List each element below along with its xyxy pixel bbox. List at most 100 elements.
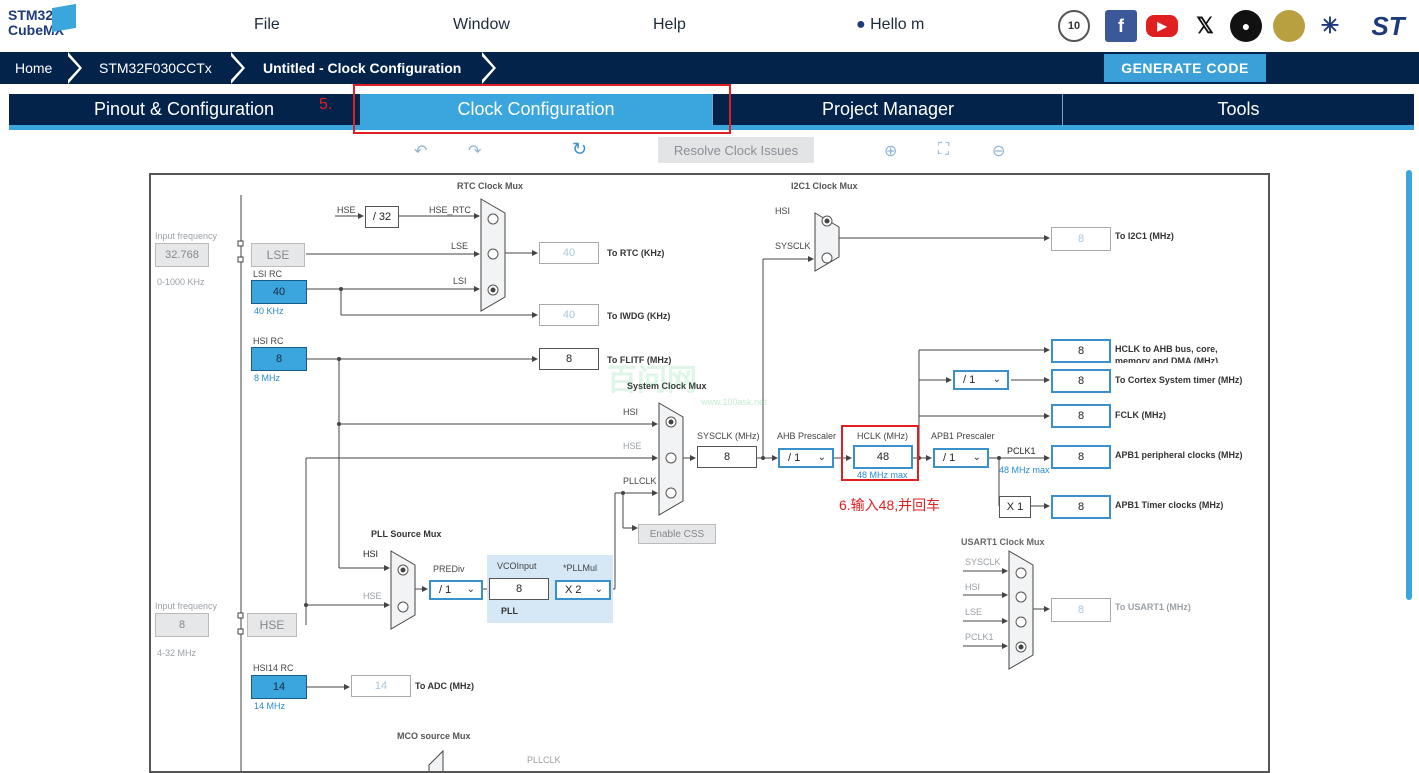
sys-in-hse-label: HSE bbox=[623, 441, 642, 451]
undo-icon[interactable]: ↶ bbox=[414, 143, 428, 160]
breadcrumb-home[interactable]: Home bbox=[15, 60, 53, 76]
breadcrumb-chevron-icon bbox=[480, 52, 496, 84]
breadcrumb-chevron-icon bbox=[66, 52, 82, 84]
flitf-output-label: To FLITF (MHz) bbox=[607, 355, 672, 365]
vco-input-label: VCOInput bbox=[497, 561, 537, 571]
logo-cube-icon bbox=[52, 3, 76, 33]
hse-range-label: 4-32 MHz bbox=[157, 648, 197, 658]
lsi-unit-label: 40 KHz bbox=[254, 306, 284, 316]
chevron-down-icon: ⌄ bbox=[972, 452, 981, 463]
menu-help[interactable]: Help bbox=[653, 16, 686, 33]
i2c-output-field[interactable]: 8 bbox=[1051, 227, 1111, 251]
ahb-prescaler-value: / 1 bbox=[788, 452, 801, 464]
community-icon[interactable] bbox=[1273, 10, 1305, 42]
generate-code-button[interactable]: GENERATE CODE bbox=[1104, 54, 1266, 82]
network-icon[interactable]: ✳ bbox=[1320, 13, 1340, 38]
app-logo[interactable]: STM32 CubeMX bbox=[8, 8, 64, 38]
rtc-hse-divider[interactable]: / 32 bbox=[365, 206, 399, 228]
rtc-in-hse-label: HSE bbox=[337, 205, 356, 215]
usart-mux-title: USART1 Clock Mux bbox=[961, 537, 1045, 547]
watermark-brand: 百问网 bbox=[607, 364, 697, 397]
annotation-highlight-box bbox=[353, 84, 731, 134]
vertical-scrollbar[interactable] bbox=[1406, 170, 1412, 600]
apb1-prescaler-select[interactable]: / 1 ⌄ bbox=[933, 448, 989, 468]
breadcrumb-current[interactable]: Untitled - Clock Configuration bbox=[263, 60, 462, 76]
prediv-select[interactable]: / 1 ⌄ bbox=[429, 580, 483, 600]
breadcrumb-chevron-icon bbox=[229, 52, 245, 84]
top-bar: STM32 CubeMX File Window Help ● Hello m … bbox=[0, 0, 1419, 52]
vco-input-field[interactable]: 8 bbox=[489, 578, 549, 600]
hsi-unit-label: 8 MHz bbox=[254, 373, 281, 383]
lsi-rc-box[interactable]: 40 bbox=[251, 280, 307, 304]
cortex-divider-select[interactable]: / 1 ⌄ bbox=[953, 370, 1009, 390]
lse-source-box[interactable]: LSE bbox=[251, 243, 305, 267]
hsi-rc-box[interactable]: 8 bbox=[251, 347, 307, 371]
lsi-rc-label: LSI RC bbox=[253, 269, 283, 279]
pll-in-hsi-label: HSI bbox=[363, 549, 379, 559]
fclk-output[interactable]: 8 bbox=[1051, 404, 1111, 428]
apb1-timer-output[interactable]: 8 bbox=[1051, 495, 1111, 519]
hsi-rc-label: HSI RC bbox=[253, 336, 284, 346]
hse-frequency-field[interactable]: 8 bbox=[155, 613, 209, 637]
breadcrumb-device[interactable]: STM32F030CCTx bbox=[99, 60, 212, 76]
enable-css-button[interactable]: Enable CSS bbox=[638, 524, 716, 544]
hse-source-box[interactable]: HSE bbox=[247, 613, 297, 637]
menu-window[interactable]: Window bbox=[453, 16, 510, 33]
tab-pinout[interactable]: Pinout & Configuration bbox=[93, 99, 275, 119]
fclk-output-label: FCLK (MHz) bbox=[1115, 410, 1166, 420]
i2c-mux-title: I2C1 Clock Mux bbox=[791, 181, 858, 191]
lse-frequency-field[interactable]: 32.768 bbox=[155, 243, 209, 267]
flitf-output-field[interactable]: 8 bbox=[539, 348, 599, 370]
cortex-timer-output[interactable]: 8 bbox=[1051, 369, 1111, 393]
hclk-label: HCLK (MHz) bbox=[857, 431, 908, 441]
hclk-input[interactable]: 48 bbox=[853, 445, 913, 469]
chevron-down-icon: ⌄ bbox=[466, 584, 475, 595]
annotation-step6: 6.输入48,并回车 bbox=[839, 497, 941, 513]
menu-file[interactable]: File bbox=[254, 16, 280, 33]
redo-icon[interactable]: ↷ bbox=[468, 143, 482, 160]
facebook-icon[interactable]: f bbox=[1105, 10, 1137, 42]
apb1-peripheral-output[interactable]: 8 bbox=[1051, 445, 1111, 469]
annotation-hclk-highlight bbox=[841, 425, 919, 481]
lse-range-label: 0-1000 KHz bbox=[157, 277, 205, 287]
usart-in-lse-label: LSE bbox=[965, 607, 983, 617]
ahb-prescaler-select[interactable]: / 1 ⌄ bbox=[778, 448, 834, 468]
sys-in-hsi-label: HSI bbox=[623, 407, 639, 417]
youtube-icon[interactable]: ▶ bbox=[1146, 15, 1178, 37]
i2c-in-sysclk-label: SYSCLK bbox=[775, 241, 811, 251]
apb1-peripheral-output-label: APB1 peripheral clocks (MHz) bbox=[1115, 450, 1243, 460]
user-menu[interactable]: ● Hello m bbox=[856, 16, 924, 34]
hclk-ahb-output-label: HCLK to AHB bus, core, memory and DMA (M… bbox=[1115, 344, 1219, 363]
hsi14-rc-box[interactable]: 14 bbox=[251, 675, 307, 699]
pllmul-select[interactable]: X 2 ⌄ bbox=[555, 580, 611, 600]
usart-in-sysclk-label: SYSCLK bbox=[965, 557, 1001, 567]
user-greeting: Hello m bbox=[870, 16, 925, 33]
hclk-ahb-output[interactable]: 8 bbox=[1051, 339, 1111, 363]
sysclk-field[interactable]: 8 bbox=[697, 446, 757, 468]
zoom-in-icon[interactable]: ⊕ bbox=[884, 143, 898, 160]
apb1-prescaler-label: APB1 Prescaler bbox=[931, 431, 995, 441]
rtc-output-field[interactable]: 40 bbox=[539, 242, 599, 264]
tab-project-manager[interactable]: Project Manager bbox=[821, 99, 955, 119]
adc-output-field[interactable]: 14 bbox=[351, 675, 411, 697]
cortex-divider-value: / 1 bbox=[963, 374, 976, 386]
refresh-icon[interactable]: ↻ bbox=[572, 139, 588, 159]
watermark-url: www.100ask.net bbox=[701, 397, 767, 407]
usart-output-field[interactable]: 8 bbox=[1051, 598, 1111, 622]
i2c-output-label: To I2C1 (MHz) bbox=[1115, 231, 1174, 241]
clock-tree-canvas: Input frequency 32.768 0-1000 KHz LSE LS… bbox=[149, 173, 1270, 773]
hsi14-unit-label: 14 MHz bbox=[254, 701, 286, 711]
resolve-clock-issues-button[interactable]: Resolve Clock Issues bbox=[658, 137, 814, 163]
x-icon[interactable]: 𝕏 bbox=[1196, 13, 1214, 38]
tab-clock-configuration[interactable]: Clock Configuration bbox=[360, 94, 712, 125]
st-logo-icon[interactable]: ST bbox=[1371, 10, 1405, 41]
github-icon[interactable]: ● bbox=[1230, 10, 1262, 42]
zoom-out-icon[interactable]: ⊖ bbox=[992, 143, 1006, 160]
pll-mux-title: PLL Source Mux bbox=[371, 529, 442, 539]
system-mux-title: System Clock Mux bbox=[627, 381, 707, 391]
tab-tools[interactable]: Tools bbox=[1217, 99, 1260, 119]
chevron-down-icon: ⌄ bbox=[817, 452, 826, 463]
fit-screen-icon[interactable]: ⛶ bbox=[938, 141, 950, 158]
anniversary-icon[interactable]: 10 bbox=[1058, 10, 1090, 42]
iwdg-output-field[interactable]: 40 bbox=[539, 304, 599, 326]
